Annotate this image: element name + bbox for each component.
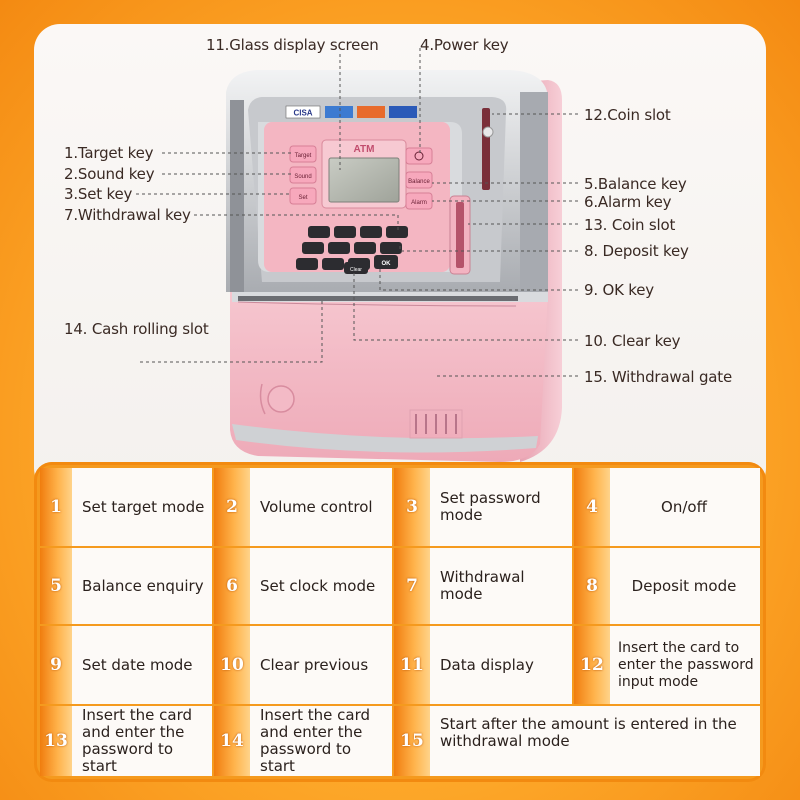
device-lower-cabinet [230,292,548,462]
vent-grille [415,414,457,434]
table-number: 13 [40,706,72,776]
table-number: 4 [574,468,610,546]
power-key [405,147,433,165]
table-cell: Set target mode [72,468,212,546]
callout-ok-key: 9. OK key [584,281,654,299]
right-keys: Balance Alarm [405,147,433,210]
callout-cash-rolling-slot: 14. Cash rolling slot [64,320,209,338]
ok-key-label: OK [382,261,392,267]
leader-lines [136,48,578,377]
table-cell: Insert the card and enter the password t… [250,706,392,776]
function-table: 1 Set target mode 2 Volume control 3 Set… [34,462,766,782]
callout-deposit-key: 8. Deposit key [584,242,689,260]
callout-target-key: 1.Target key [64,144,154,162]
table-cell: Withdrawal mode [430,548,572,624]
table-number: 6 [214,548,250,624]
target-key [289,145,317,163]
table-cell: Set password mode [430,468,572,546]
ok-key [374,255,398,269]
table-number: 15 [394,706,430,776]
table-number: 5 [40,548,72,624]
withdrawal-gate-button [267,385,295,413]
set-key [289,187,317,205]
table-cell: Balance enquiry [72,548,212,624]
table-number: 14 [214,706,250,776]
callout-withdrawal-key: 7.Withdrawal key [64,206,191,224]
coin-slot-top [482,108,490,190]
table-cell: Volume control [250,468,392,546]
table-cell: Clear previous [250,626,392,704]
callout-set-key: 3.Set key [64,185,133,203]
table-number: 11 [394,626,430,704]
callout-power-key: 4.Power key [420,36,509,54]
svg-text:Balance: Balance [408,179,430,185]
table-number: 8 [574,548,610,624]
callout-sound-key: 2.Sound key [64,165,155,183]
screen-title: ATM [354,144,375,155]
table-number: 12 [574,626,610,704]
table-cell: Set clock mode [250,548,392,624]
glass-display-screen [328,157,400,203]
svg-text:Set: Set [298,195,307,201]
table-cell: On/off [610,468,760,546]
callout-balance-key: 5.Balance key [584,175,687,193]
card-logos: CISA [285,105,417,119]
table-cell: Deposit mode [610,548,760,624]
callout-withdrawal-gate: 15. Withdrawal gate [584,368,732,386]
table-cell: Insert the card to enter the password in… [610,626,760,704]
callout-coin-slot-12: 12.Coin slot [584,106,671,124]
table-number: 2 [214,468,250,546]
logo-text: CISA [293,109,312,118]
callout-alarm-key: 6.Alarm key [584,193,672,211]
callout-glass-display-screen: 11.Glass display screen [206,36,379,54]
svg-text:Target: Target [295,153,312,159]
table-number: 9 [40,626,72,704]
numeric-keypad [296,226,408,274]
table-cell: Insert the card and enter the password t… [72,706,212,776]
callout-coin-slot-13: 13. Coin slot [584,216,676,234]
table-number: 1 [40,468,72,546]
cash-rolling-slot [238,296,518,301]
callout-clear-key: 10. Clear key [584,332,681,350]
sound-key [289,166,317,184]
svg-text:Alarm: Alarm [411,200,427,206]
table-cell: Set date mode [72,626,212,704]
left-keys: Target Sound Set [289,145,317,205]
table-number: 7 [394,548,430,624]
clear-key-label: Clear [350,267,362,273]
balance-key [405,171,433,189]
clear-key [344,262,368,274]
table-number: 10 [214,626,250,704]
svg-text:Sound: Sound [294,174,311,180]
table-cell: Data display [430,626,572,704]
table-number: 3 [394,468,430,546]
table-cell: Start after the amount is entered in the… [430,706,760,776]
